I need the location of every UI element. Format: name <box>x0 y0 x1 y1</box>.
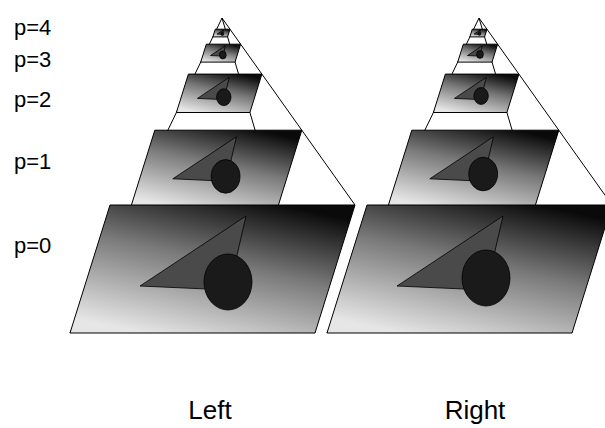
pyramid-level <box>388 130 559 207</box>
ellipse-shape <box>219 51 226 59</box>
image-plane <box>201 44 241 62</box>
image-plane <box>131 130 302 207</box>
level-label: p=0 <box>14 235 51 257</box>
level-label: p=4 <box>14 17 51 39</box>
pyramid-level <box>213 29 230 37</box>
pyramid-name: Left <box>188 397 231 423</box>
image-plane <box>470 29 487 37</box>
image-plane <box>388 130 559 207</box>
image-plane <box>458 44 498 62</box>
image-plane <box>327 205 605 333</box>
pyramid-level <box>470 29 487 37</box>
image-plane <box>433 74 519 112</box>
ellipse-shape <box>478 32 481 35</box>
ellipse-shape <box>217 89 231 106</box>
level-label: p=3 <box>14 49 51 71</box>
image-plane <box>70 205 355 333</box>
image-plane <box>176 74 262 112</box>
pyramid-name: Right <box>445 397 506 423</box>
triangle-shape <box>474 30 480 34</box>
ellipse-shape <box>204 254 252 310</box>
ellipse-shape <box>474 88 488 105</box>
ellipse-shape <box>469 157 498 191</box>
level-label: p=2 <box>14 89 51 111</box>
ellipse-shape <box>211 160 240 194</box>
pyramid-level <box>201 44 241 62</box>
pyramid <box>70 18 355 333</box>
pyramid <box>327 18 605 333</box>
ellipse-shape <box>462 250 510 306</box>
ellipse-shape <box>221 32 224 35</box>
level-label: p=1 <box>14 151 51 173</box>
ellipse-shape <box>477 50 484 58</box>
pyramid-level <box>458 44 498 62</box>
pyramid-level <box>327 205 605 333</box>
pyramid-level <box>176 74 262 112</box>
pyramid-level <box>433 74 519 112</box>
image-plane <box>213 29 230 37</box>
pyramid-level <box>70 205 355 333</box>
pyramid-level <box>131 130 302 207</box>
